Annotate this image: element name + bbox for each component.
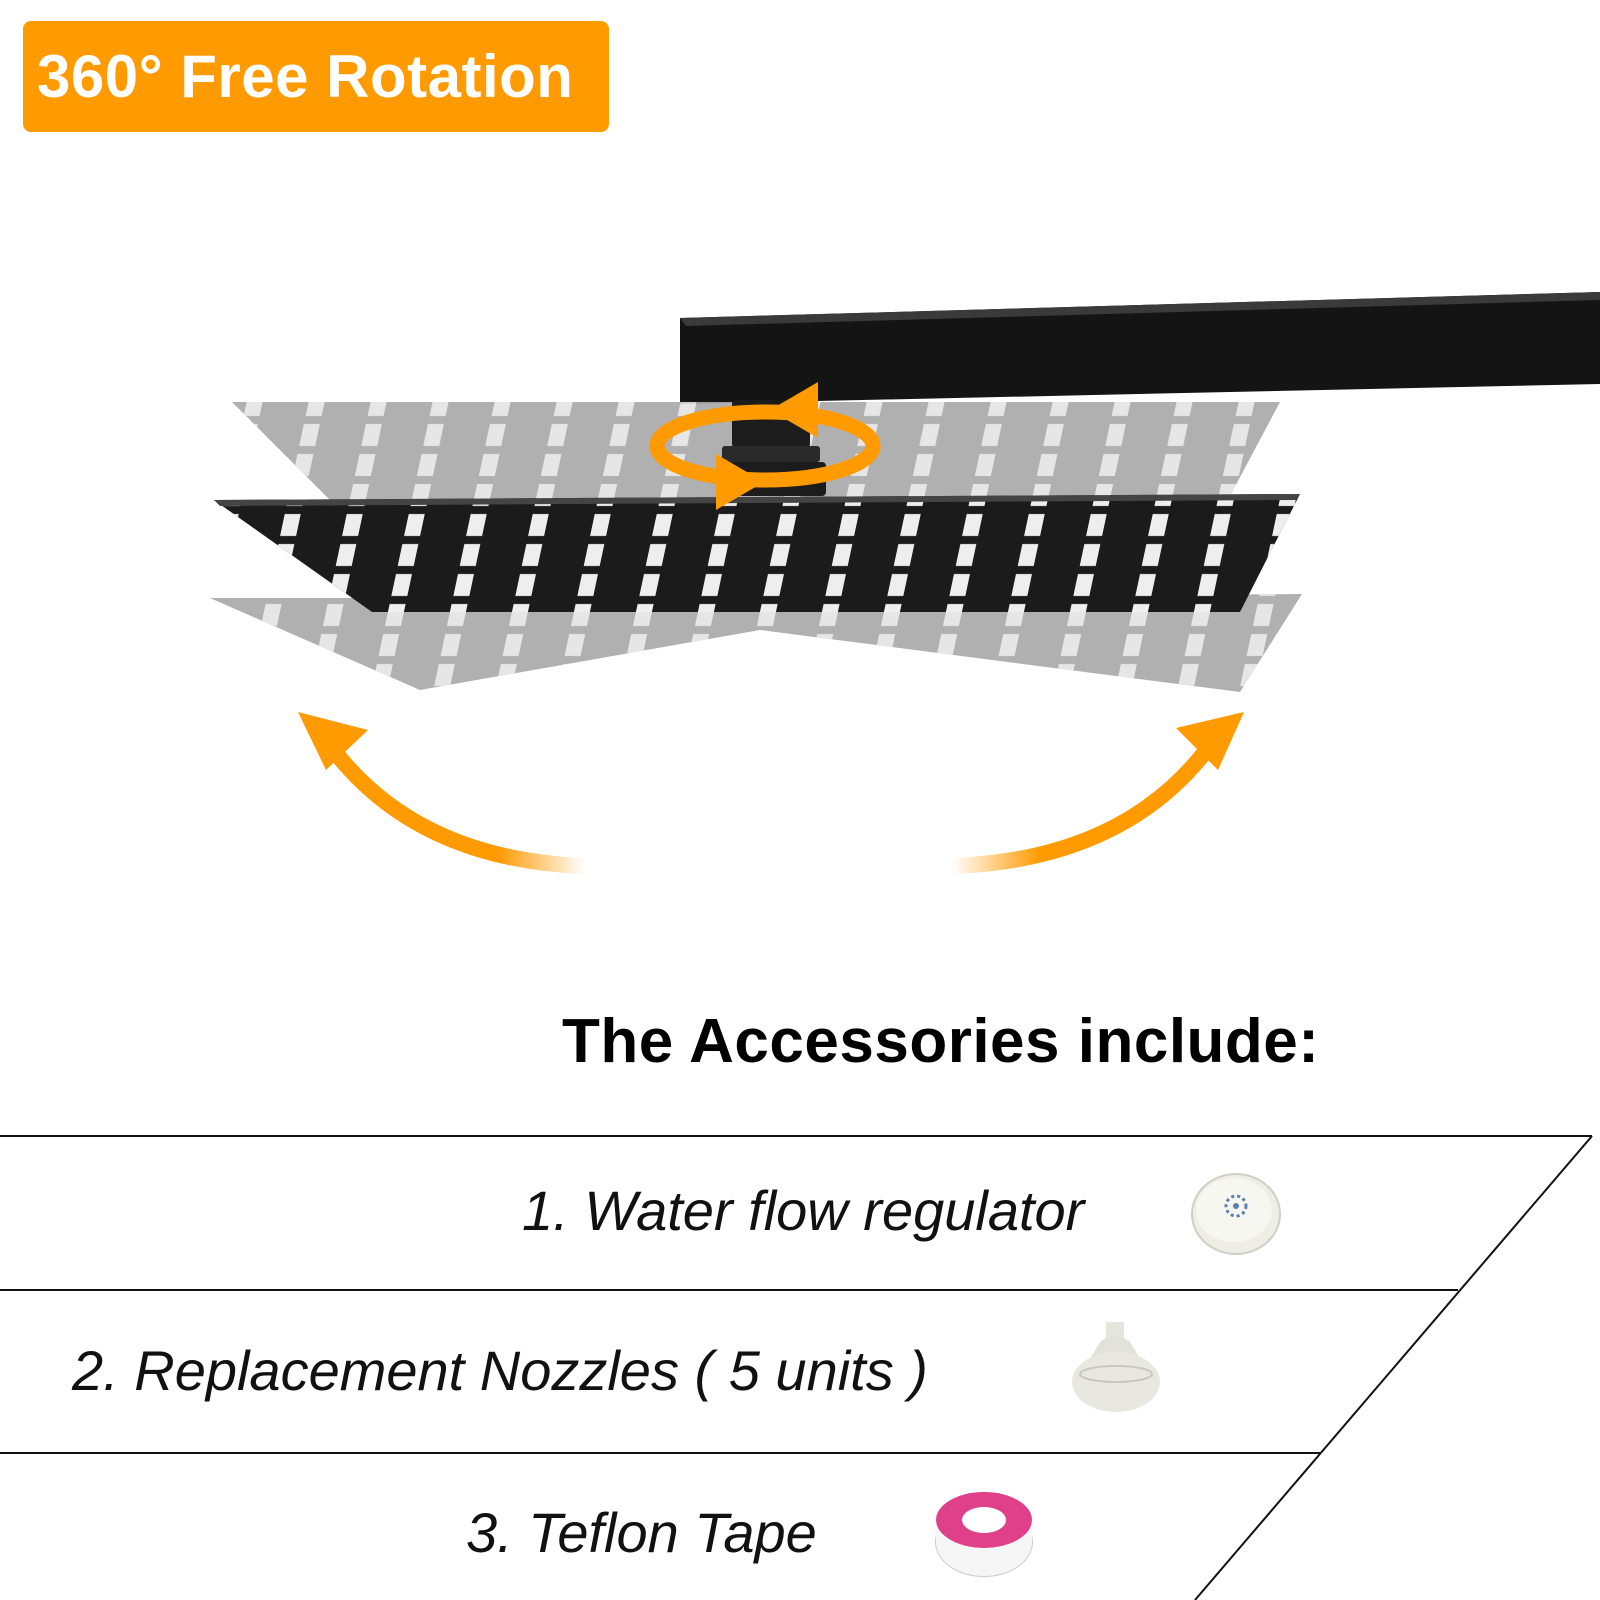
- shower-head: [214, 494, 1300, 612]
- tilt-right-arrow-icon: [951, 712, 1244, 874]
- teflon-tape-icon: [935, 1492, 1033, 1577]
- accessory-item-replacement-nozzles: 2. Replacement Nozzles ( 5 units ): [72, 1339, 928, 1402]
- list-divider-lines: [0, 1135, 1593, 1600]
- accessories-heading: The Accessories include:: [562, 1007, 1320, 1076]
- water-flow-regulator-icon: [1191, 1173, 1281, 1255]
- accessory-item-teflon-tape: 3. Teflon Tape: [466, 1501, 817, 1564]
- tilted-head-down-ghost: [210, 594, 1302, 692]
- nozzle-icon: [1072, 1322, 1160, 1412]
- rotation-badge: 360° Free Rotation: [23, 21, 609, 132]
- shower-arm: [680, 292, 1600, 404]
- swivel-rotation-arrow-icon: [649, 382, 881, 510]
- shower-head-rotation-illustration: [210, 292, 1600, 874]
- accessory-item-water-flow-regulator: 1. Water flow regulator: [522, 1179, 1085, 1242]
- rotation-badge-label: 360° Free Rotation: [37, 43, 574, 110]
- tilt-left-arrow-icon: [298, 712, 586, 874]
